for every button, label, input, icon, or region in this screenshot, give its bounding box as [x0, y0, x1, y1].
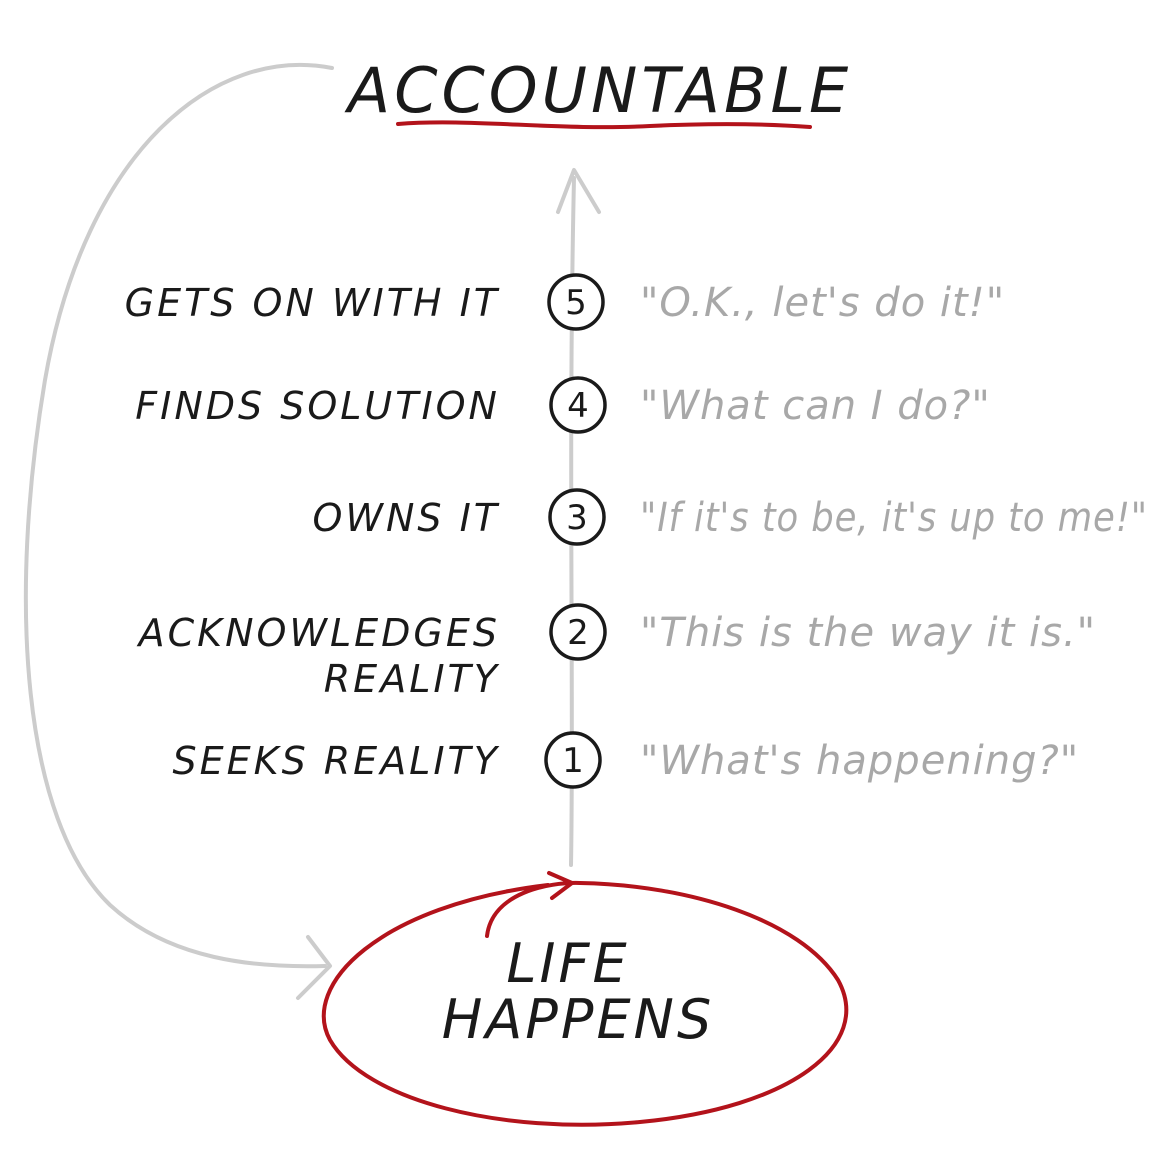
- step-row: SEEKS REALITY 1 "What's happening?": [173, 731, 1079, 789]
- step-behavior-label: SEEKS REALITY: [173, 739, 500, 783]
- step-number: 4: [567, 386, 589, 426]
- diagram-title: ACCOUNTABLE: [344, 54, 852, 127]
- step-number: 2: [567, 613, 589, 653]
- return-arrowhead: [296, 935, 332, 1000]
- step-behavior-label: ACKNOWLEDGES: [136, 611, 500, 655]
- step-behavior-label: REALITY: [324, 657, 500, 701]
- step-number-circle: [549, 603, 607, 661]
- return-curve: [23, 62, 334, 969]
- step-number-circle: [548, 488, 606, 546]
- title-underline: [396, 120, 812, 130]
- step-quote: "This is the way it is.": [640, 610, 1096, 656]
- step-number-circle: [544, 731, 602, 789]
- loop-arrowhead: [547, 871, 574, 900]
- center-label-line-2: HAPPENS: [442, 988, 714, 1051]
- step-behavior-label: GETS ON WITH IT: [125, 281, 500, 325]
- step-row: OWNS IT 3 "If it's to be, it's up to me!": [312, 488, 1148, 546]
- step-number-circle: [549, 376, 607, 434]
- step-quote: "What can I do?": [640, 383, 991, 429]
- progress-arrowhead: [556, 168, 601, 214]
- step-quote: "If it's to be, it's up to me!": [640, 495, 1148, 541]
- step-quote: "What's happening?": [640, 738, 1079, 784]
- step-row: GETS ON WITH IT 5 "O.K., let's do it!": [125, 273, 1005, 331]
- step-number-circle: [547, 273, 605, 331]
- step-number: 3: [566, 498, 588, 538]
- step-number: 5: [565, 283, 587, 323]
- step-behavior-label: OWNS IT: [312, 496, 500, 540]
- step-number: 1: [562, 741, 584, 781]
- step-behavior-label: FINDS SOLUTION: [135, 384, 500, 428]
- life-happens-loop: [321, 880, 849, 1127]
- step-quote: "O.K., let's do it!": [640, 280, 1005, 326]
- steps-group: GETS ON WITH IT 5 "O.K., let's do it!" FIND…: [125, 273, 1148, 789]
- center-label-line-1: LIFE: [506, 932, 629, 995]
- step-row: FINDS SOLUTION 4 "What can I do?": [135, 376, 991, 434]
